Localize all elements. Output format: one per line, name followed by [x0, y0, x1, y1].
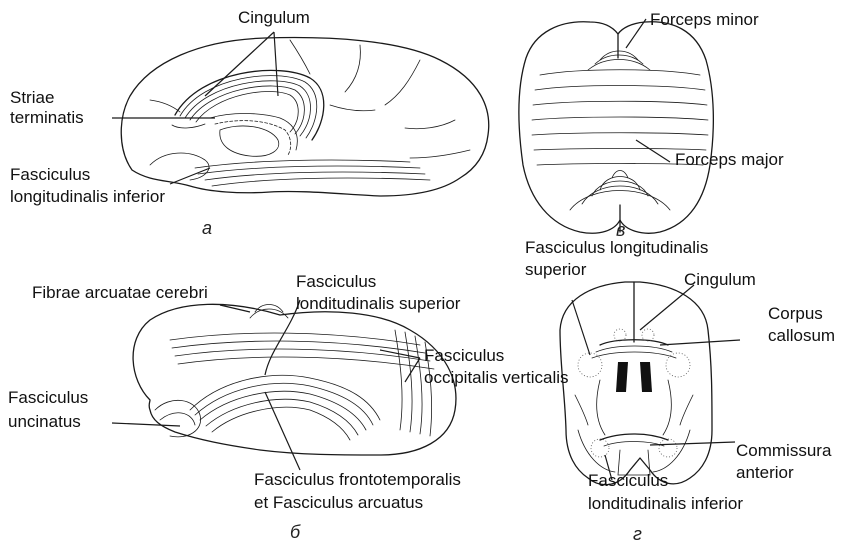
label-fibrae-arcuatae: Fibrae arcuatae cerebri: [32, 283, 208, 303]
panel-g-drawing: [560, 282, 740, 485]
panel-a-drawing: [112, 32, 489, 196]
label-ca-1: Commissura: [736, 441, 831, 461]
panel-v-drawing: [519, 19, 713, 233]
label-cc-1: Corpus: [768, 304, 823, 324]
panel-letter-g: г: [633, 524, 642, 545]
label-fls-b-2: londitudinalis superior: [296, 294, 460, 314]
label-fft-2: et Fasciculus arcuatus: [254, 493, 423, 513]
label-fov-1: Fasciculus: [424, 346, 504, 366]
label-fls-g-1: Fasciculus longitudinalis: [525, 238, 708, 258]
label-cingulum-g: Cingulum: [684, 270, 756, 290]
panel-letter-b: б: [290, 522, 300, 543]
label-cc-2: callosum: [768, 326, 835, 346]
label-fli-a-2: longitudinalis inferior: [10, 187, 165, 207]
label-striae-1: Striae: [10, 88, 54, 108]
label-fls-g-2: superior: [525, 260, 586, 280]
label-uncinatus-2: uncinatus: [8, 412, 81, 432]
label-cingulum-a: Cingulum: [238, 8, 310, 28]
label-fli-g-1: Fasciculus: [588, 471, 668, 491]
label-fft-1: Fasciculus frontotemporalis: [254, 470, 461, 490]
label-fli-a-1: Fasciculus: [10, 165, 90, 185]
label-fov-2: occipitalis verticalis: [424, 368, 569, 388]
label-fls-b-1: Fasciculus: [296, 272, 376, 292]
label-forceps-major: Forceps major: [675, 150, 784, 170]
panel-letter-a: а: [202, 218, 212, 239]
label-striae-2: terminatis: [10, 108, 84, 128]
label-forceps-minor: Forceps minor: [650, 10, 759, 30]
label-fli-g-2: londitudinalis inferior: [588, 494, 743, 514]
label-uncinatus-1: Fasciculus: [8, 388, 88, 408]
panel-b-drawing: [112, 300, 456, 470]
label-ca-2: anterior: [736, 463, 794, 483]
